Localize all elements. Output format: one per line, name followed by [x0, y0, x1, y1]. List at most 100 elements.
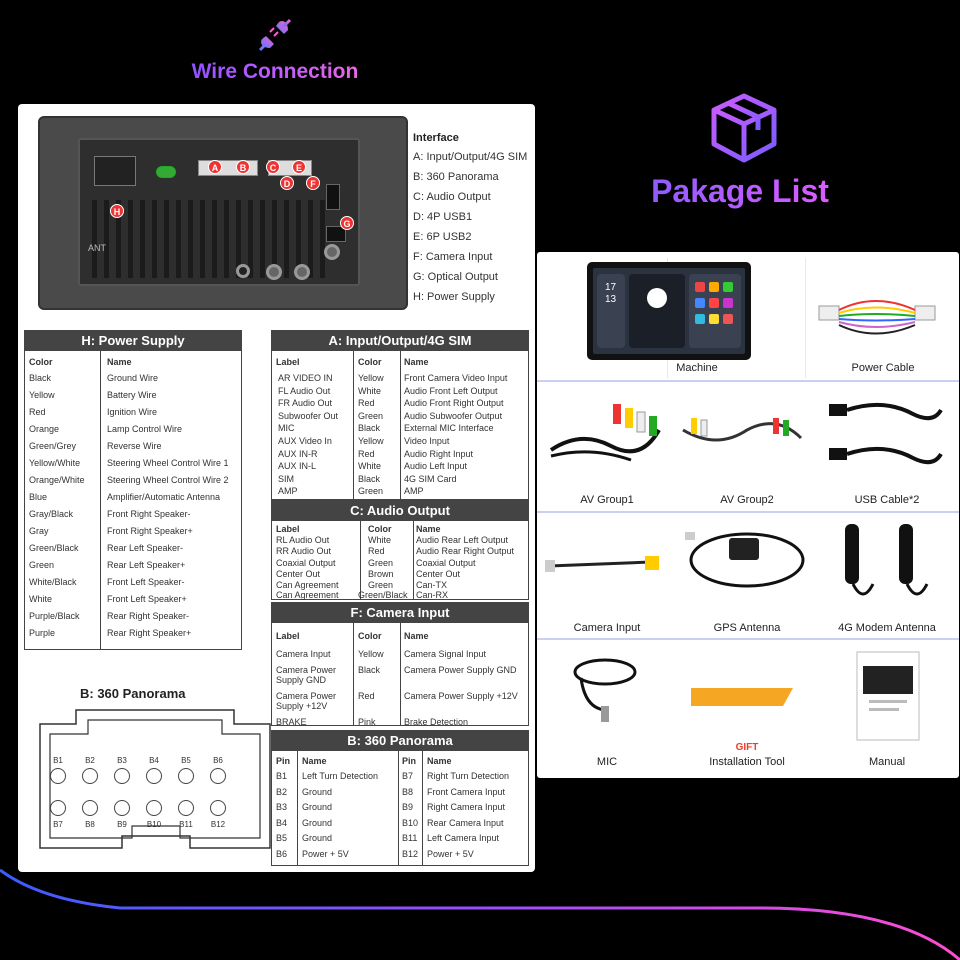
connector-g2	[326, 226, 346, 242]
camera-input-title: F: Camera Input	[272, 603, 528, 623]
connector-g	[326, 184, 340, 210]
interface-item: E: 6P USB2	[413, 231, 472, 243]
screen-hour: 17	[605, 282, 617, 293]
marker-d: D	[280, 176, 294, 190]
interface-item: C: Audio Output	[413, 191, 491, 203]
item-label: Manual	[868, 756, 906, 768]
marker-b: B	[236, 160, 250, 174]
interface-item: G: Optical Output	[413, 271, 498, 283]
package-list-title: Pakage List	[640, 173, 840, 210]
package-item-manual: Manual	[817, 644, 957, 772]
rca-jack	[236, 264, 250, 278]
package-item-power-cable: Power Cable	[813, 252, 953, 380]
pin	[210, 768, 226, 784]
header-color: Color	[29, 357, 53, 367]
package-item-av-group2: AV Group2	[677, 384, 817, 512]
pin	[146, 800, 162, 816]
pin	[146, 768, 162, 784]
pin	[114, 800, 130, 816]
plug-icon	[258, 18, 292, 52]
interface-item: B: 360 Panorama	[413, 171, 499, 183]
pin-label: B8	[85, 820, 95, 829]
pin-label: B2	[85, 756, 95, 765]
panorama-diagram-title: B: 360 Panorama	[80, 686, 186, 701]
item-label: Camera Input	[573, 622, 641, 634]
screen-minute: 13	[605, 294, 617, 305]
interface-title: Interface	[413, 132, 459, 144]
interface-item: A: Input/Output/4G SIM	[413, 151, 528, 163]
pin	[50, 768, 66, 784]
pin	[178, 800, 194, 816]
pin	[82, 768, 98, 784]
pin-label: B7	[53, 820, 63, 829]
gift-label: GIFT	[735, 742, 759, 753]
item-label: USB Cable*2	[854, 494, 920, 506]
power-supply-title: H: Power Supply	[25, 331, 241, 351]
power-cable-icon	[818, 300, 936, 335]
pin	[50, 800, 66, 816]
pry-tool-icon	[691, 688, 793, 706]
gps-antenna-icon	[685, 532, 805, 588]
item-label: Machine	[676, 362, 718, 374]
interface-item: D: 4P USB1	[413, 211, 473, 223]
modem-antenna-icon	[845, 524, 929, 596]
usb-cable-icon	[829, 402, 943, 465]
connector-h	[94, 156, 136, 186]
item-label: 4G Modem Antenna	[838, 622, 936, 634]
input-output-title: A: Input/Output/4G SIM	[272, 331, 528, 351]
led-green	[156, 166, 176, 178]
box-icon	[711, 93, 777, 163]
pin-label: B9	[117, 820, 127, 829]
package-item-4g-modem-antenna: 4G Modem Antenna	[817, 514, 957, 642]
item-label: MIC	[596, 756, 618, 768]
pin	[178, 768, 194, 784]
wiring-panel: ANT A B C E D F G H Interface A: Input/O…	[18, 104, 535, 872]
item-label: AV Group1	[580, 494, 634, 506]
marker-g: G	[340, 216, 354, 230]
header-name: Name	[107, 357, 132, 367]
marker-f: F	[306, 176, 320, 190]
av-cable-icon	[549, 404, 661, 462]
package-panel: 17 13 Machine Power Cable AV Group1	[537, 252, 959, 778]
panorama-table-title: B: 360 Panorama	[272, 731, 528, 751]
item-label: AV Group2	[720, 494, 774, 506]
pin-label: B10	[146, 820, 162, 829]
pin-label: B1	[53, 756, 63, 765]
package-item-usb-cable: USB Cable*2	[817, 384, 957, 512]
pin-label: B11	[179, 820, 193, 829]
manual-icon	[856, 651, 920, 741]
pin-label: B5	[181, 756, 191, 765]
item-label: Power Cable	[851, 362, 915, 374]
rca-jack	[294, 264, 310, 280]
pin	[114, 768, 130, 784]
marker-h: H	[110, 204, 124, 218]
decorative-wave	[0, 868, 960, 960]
package-item-gps-antenna: GPS Antenna	[677, 514, 817, 642]
package-item-installation-tool: GIFT Installation Tool	[677, 644, 817, 772]
package-item-av-group1: AV Group1	[537, 384, 677, 512]
pin-label: B4	[149, 756, 159, 765]
marker-a: A	[208, 160, 222, 174]
av-cable-icon	[682, 418, 803, 442]
pin-label: B6	[213, 756, 223, 765]
pin-label: B3	[117, 756, 127, 765]
ant-label: ANT	[88, 243, 106, 253]
interface-item: H: Power Supply	[413, 291, 495, 303]
package-item-mic: MIC	[537, 644, 677, 772]
wire-connection-title: Wire Connection	[150, 60, 400, 84]
pin	[82, 800, 98, 816]
marker-c: C	[266, 160, 280, 174]
pin-label: B12	[210, 820, 226, 829]
package-item-camera-input: Camera Input	[537, 514, 677, 642]
camera-cable-icon	[545, 556, 659, 572]
panorama-connector-diagram	[39, 709, 271, 849]
item-label: GPS Antenna	[713, 622, 781, 634]
machine-icon: 17 13	[587, 262, 751, 360]
mic-icon	[573, 658, 637, 722]
rca-jack	[266, 264, 282, 280]
pin	[210, 800, 226, 816]
